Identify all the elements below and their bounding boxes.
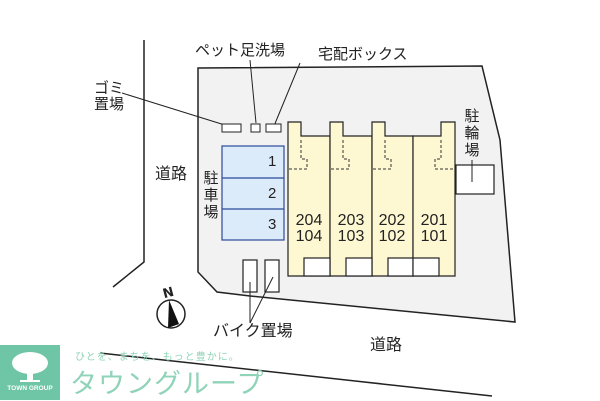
pet-wash-box xyxy=(250,123,261,133)
unit-lower: 101 xyxy=(420,228,448,245)
road-left-label: 道路 xyxy=(155,164,188,183)
unit-upper: 204 xyxy=(295,212,323,229)
unit-lower: 102 xyxy=(378,228,406,245)
bike-leader xyxy=(249,276,274,324)
parking-space-3: 3 xyxy=(268,216,277,233)
pet-wash-leader xyxy=(249,59,257,124)
parking-space-1: 1 xyxy=(268,153,277,170)
bicycle-parking-label: 駐輪場 xyxy=(464,107,480,159)
garbage-label-text: ゴミ置場 xyxy=(93,79,124,113)
unit-upper: 202 xyxy=(378,212,406,229)
parking-label: 駐車場 xyxy=(203,169,219,221)
building xyxy=(287,121,456,277)
road-left-boundary xyxy=(112,40,145,288)
road-bottom-label: 道路 xyxy=(370,335,403,354)
pet-wash-label: ペット足洗場 xyxy=(195,41,286,59)
logo-brand: タウングループ xyxy=(70,369,265,400)
parking-space-2: 2 xyxy=(268,185,277,202)
parking-area xyxy=(221,145,285,241)
logo-tagline: ひとを、まちを、もっと豊かに。 xyxy=(75,352,240,363)
compass-icon xyxy=(156,299,186,329)
road-bottom-boundary xyxy=(99,352,493,397)
town-group-logo xyxy=(0,345,60,400)
logo-brand-en: TOWN GROUP xyxy=(7,385,53,392)
unit-201-101: 201 101 xyxy=(414,213,454,245)
bike-parking-slot-2 xyxy=(264,259,280,293)
bicycle-parking-box xyxy=(455,164,495,195)
tree-icon xyxy=(12,352,48,382)
bike-parking-label: バイク置場 xyxy=(213,321,293,340)
unit-lower: 104 xyxy=(295,228,323,245)
unit-203-103: 203 103 xyxy=(331,213,371,245)
unit-202-102: 202 102 xyxy=(372,213,412,245)
garbage-box xyxy=(221,123,242,133)
delivery-box-label: 宅配ボックス xyxy=(318,45,408,63)
unit-upper: 201 xyxy=(420,212,448,229)
delivery-leader xyxy=(273,62,301,127)
garbage-leader xyxy=(121,92,229,127)
delivery-box xyxy=(265,123,282,133)
unit-dashed-lines xyxy=(288,140,455,170)
garbage-label: ゴミ置場 xyxy=(90,80,126,112)
unit-upper: 203 xyxy=(337,212,365,229)
unit-lower: 103 xyxy=(337,228,365,245)
unit-204-104: 204 104 xyxy=(289,213,329,245)
